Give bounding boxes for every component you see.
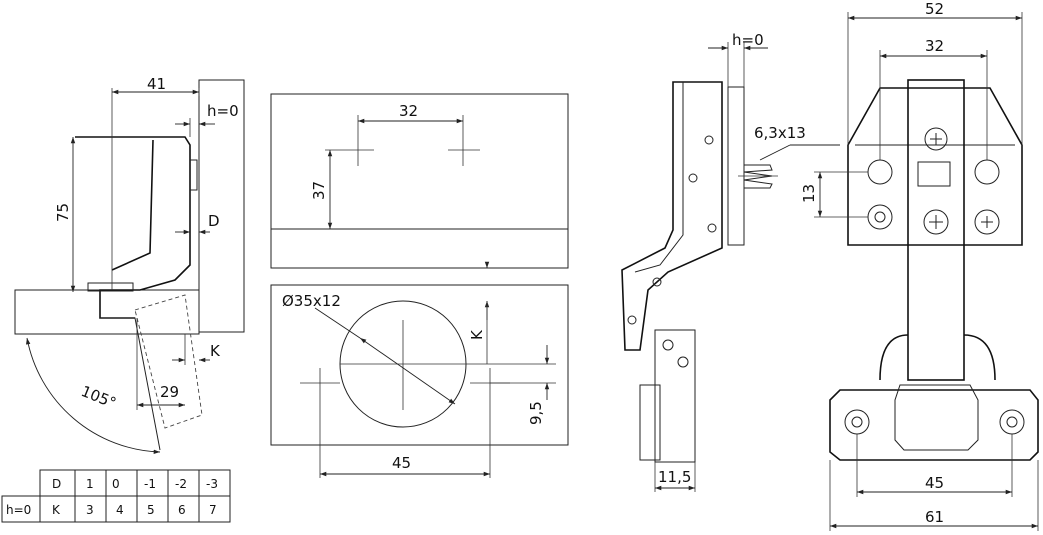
front-dim-vertical: 13 (800, 184, 818, 203)
door-panel-drill (270, 284, 569, 446)
table-cell: 0 (112, 477, 120, 491)
table-cell: 1 (86, 477, 94, 491)
table-cell: 5 (147, 503, 155, 517)
adjustment-table: h=0 D 1 0 -1 -2 -3 K 3 4 5 6 7 (1, 469, 231, 523)
mounting-plate-profile (727, 86, 745, 246)
front-dim-inner: 32 (925, 37, 944, 55)
profile-dim-h: h=0 (732, 31, 764, 49)
table-cell: 3 (86, 503, 94, 517)
side-dim-k: K (210, 342, 221, 360)
table-cell: 4 (116, 503, 124, 517)
profile-dim-depth: 11,5 (658, 468, 691, 486)
hinge-arm-outline (75, 136, 191, 319)
table-cell: -1 (144, 477, 156, 491)
adjust-screw-top (924, 127, 948, 151)
screw (743, 164, 773, 189)
cup-section (654, 329, 696, 463)
front-dim-base-inner: 45 (925, 474, 944, 492)
front-dim-outer: 52 (925, 0, 944, 18)
plate-screw-right (974, 159, 1000, 185)
table-head-d: D (52, 477, 61, 491)
table-cell: -3 (206, 477, 218, 491)
hinge-profile-body (621, 81, 723, 351)
cup-screw-left (844, 409, 870, 435)
table-head-k: K (52, 503, 61, 517)
plate-dim-spacing: 32 (399, 102, 418, 120)
plate-panel (270, 93, 569, 269)
hinge-cup-base (829, 389, 1039, 461)
plate-drill-view: 32 37 (270, 93, 569, 269)
door-drill-view: Ø35x12 K 9,5 45 (270, 261, 569, 478)
table-cell: -2 (175, 477, 187, 491)
door-dim-spacing: 45 (392, 454, 411, 472)
hinge-cup-top (87, 282, 134, 292)
side-angle-label: 105° (79, 382, 119, 412)
plate-screw-left (867, 159, 893, 185)
table-cell: 7 (209, 503, 217, 517)
hinge-arm-front (907, 79, 965, 381)
front-dim-base-outer: 61 (925, 508, 944, 526)
door-dim-offset: 9,5 (527, 401, 545, 425)
open-door-outline (134, 294, 203, 429)
side-dim-height: 75 (54, 203, 72, 222)
cup-screw-right (999, 409, 1025, 435)
cabinet-side-wall (198, 79, 245, 333)
profile-view: h=0 6,3x13 11,5 (621, 31, 840, 492)
door-panel (14, 289, 200, 335)
mounting-plate-front (847, 87, 1023, 246)
side-dim-width: 41 (147, 75, 166, 93)
side-dim-offset: 29 (160, 383, 179, 401)
door-dim-cup: Ø35x12 (282, 292, 341, 310)
front-view: 52 32 13 45 61 (800, 0, 1039, 531)
side-dim-h: h=0 (207, 102, 239, 120)
adjust-screw-bottom (923, 209, 949, 235)
opening-angle-arc (26, 337, 161, 454)
plate-dim-depth: 37 (310, 181, 328, 200)
door-dim-k: K (468, 329, 486, 340)
table-cell: 6 (178, 503, 186, 517)
side-view: 41 75 h=0 D K 29 105° (14, 75, 245, 454)
table-row-label: h=0 (6, 503, 31, 517)
profile-dim-screw: 6,3x13 (754, 124, 806, 142)
side-dim-d: D (208, 212, 220, 230)
